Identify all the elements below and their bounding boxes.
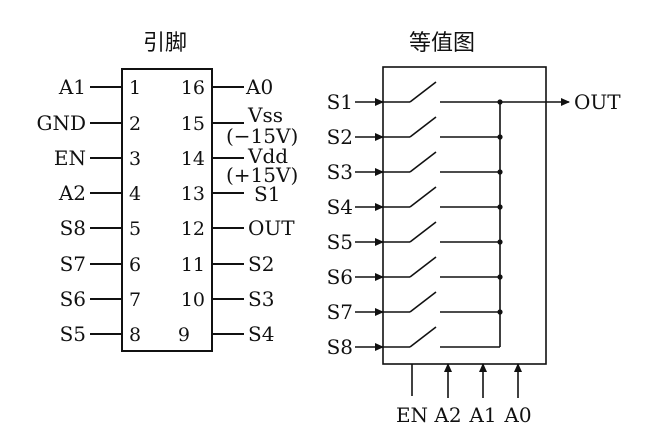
switch-network bbox=[355, 81, 570, 398]
bottom-label-a2: A2 bbox=[433, 403, 461, 427]
pin-num-8: 8 bbox=[129, 324, 141, 346]
input-label-s6: S6 bbox=[327, 265, 353, 289]
pin-name-5: S8 bbox=[60, 216, 86, 240]
pin-num-9: 9 bbox=[178, 324, 190, 346]
bottom-label-a0: A0 bbox=[503, 403, 531, 427]
vdd-voltage-note: (+15V) bbox=[226, 163, 298, 187]
bottom-label-en: EN bbox=[396, 403, 428, 427]
pin-name-6: S7 bbox=[60, 252, 86, 276]
equivalent-body bbox=[382, 66, 547, 365]
pin-name-14: Vdd bbox=[247, 144, 288, 168]
pin-name-9: S4 bbox=[248, 322, 274, 346]
pin-name-16: A0 bbox=[245, 75, 273, 99]
pin-num-10: 10 bbox=[181, 289, 205, 311]
input-label-s2: S2 bbox=[327, 125, 353, 149]
input-label-s1: S1 bbox=[327, 90, 353, 114]
chip-body bbox=[121, 68, 213, 352]
pin-num-11: 11 bbox=[181, 254, 205, 276]
pin-name-1: A1 bbox=[58, 75, 86, 99]
pin-name-11: S2 bbox=[248, 252, 274, 276]
pin-num-3: 3 bbox=[129, 148, 141, 170]
pin-num-5: 5 bbox=[129, 218, 141, 240]
pin-num-12: 12 bbox=[181, 218, 205, 240]
pin-num-6: 6 bbox=[129, 254, 141, 276]
pin-num-2: 2 bbox=[129, 113, 141, 135]
right-pin-lines bbox=[212, 86, 244, 335]
equivalent-title: 等值图 bbox=[409, 31, 475, 56]
bottom-label-a1: A1 bbox=[468, 403, 496, 427]
pin-name-15: Vss bbox=[247, 103, 283, 127]
vss-voltage-note: (−15V) bbox=[226, 124, 298, 148]
pin-name-10: S3 bbox=[248, 287, 274, 311]
pin-num-13: 13 bbox=[181, 183, 205, 205]
pin-name-2: GND bbox=[36, 111, 86, 135]
pin-num-7: 7 bbox=[129, 289, 141, 311]
pin-name-13: S1 bbox=[254, 182, 280, 206]
pin-num-14: 14 bbox=[181, 148, 205, 170]
input-label-s7: S7 bbox=[327, 300, 353, 324]
pin-name-12: OUT bbox=[248, 216, 295, 240]
input-label-s5: S5 bbox=[327, 230, 353, 254]
input-label-s3: S3 bbox=[327, 160, 353, 184]
pin-num-16: 16 bbox=[181, 77, 205, 99]
pin-num-15: 15 bbox=[181, 113, 205, 135]
pin-num-1: 1 bbox=[129, 77, 141, 99]
left-pin-lines bbox=[90, 86, 122, 335]
pin-name-3: EN bbox=[54, 146, 86, 170]
pin-name-4: A2 bbox=[58, 181, 86, 205]
pin-num-4: 4 bbox=[129, 183, 141, 205]
pin-name-7: S6 bbox=[60, 287, 86, 311]
pin-name-8: S5 bbox=[60, 322, 86, 346]
input-label-s4: S4 bbox=[327, 195, 353, 219]
pinout-title: 引脚 bbox=[143, 31, 187, 56]
output-label: OUT bbox=[574, 90, 621, 114]
input-label-s8: S8 bbox=[327, 335, 353, 359]
